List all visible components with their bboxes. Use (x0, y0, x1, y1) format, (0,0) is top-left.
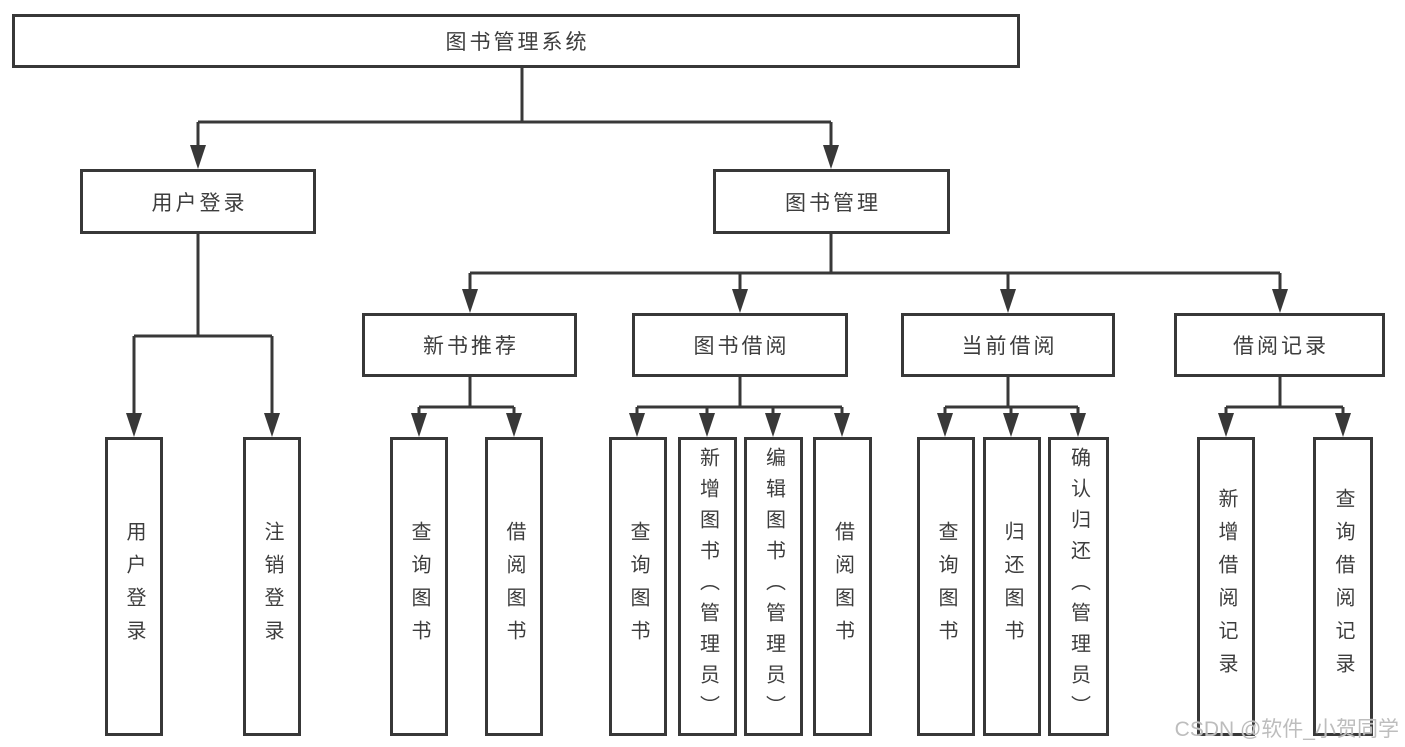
node-label: 图书借阅 (693, 335, 790, 358)
leaf-current-confirm-return-admin: 确认归还（管理员） (1048, 437, 1109, 736)
arrow-icon (699, 413, 715, 437)
node-label: 确认归还（管理员） (1067, 447, 1090, 726)
connector-new-book-rec-to-leaves (411, 377, 522, 437)
leaf-borrowing-add-book-admin: 新增图书（管理员） (678, 437, 737, 736)
arrow-icon (1335, 413, 1351, 437)
arrow-icon (264, 413, 280, 437)
arrow-icon (823, 145, 839, 169)
node-library-management-system: 图书管理系统 (12, 14, 1020, 68)
node-label: 图书管理系统 (445, 31, 590, 54)
leaf-current-query-book: 查询图书 (917, 437, 975, 736)
leaf-records-add-borrow-record: 新增借阅记录 (1197, 437, 1255, 736)
node-label: 用户登录 (151, 191, 248, 215)
arrow-icon (1070, 413, 1086, 437)
arrow-icon (1000, 289, 1016, 313)
leaf-borrowing-borrow-book: 借阅图书 (813, 437, 872, 736)
node-label: 查询图书 (935, 520, 957, 653)
node-label: 借阅图书 (503, 520, 525, 653)
arrow-icon (732, 289, 748, 313)
node-label: 用户登录 (123, 520, 145, 653)
node-label: 查询图书 (627, 520, 649, 653)
connector-borrow-record-to-leaves (1218, 377, 1351, 437)
arrow-icon (1003, 413, 1019, 437)
csdn-watermark: CSDN @软件_小贺同学 (1174, 718, 1399, 741)
arrow-icon (834, 413, 850, 437)
node-user-login: 用户登录 (80, 169, 316, 234)
connector-current-borrow-to-leaves (937, 377, 1086, 437)
leaf-borrowing-query-book: 查询图书 (609, 437, 667, 736)
arrow-icon (126, 413, 142, 437)
arrow-icon (629, 413, 645, 437)
node-label: 借阅记录 (1233, 335, 1329, 358)
connector-user-login-to-leaves (126, 234, 280, 437)
arrow-icon (462, 289, 478, 313)
connector-root-to-branches (190, 68, 839, 169)
arrow-icon (1272, 289, 1288, 313)
node-current-borrowing: 当前借阅 (901, 313, 1115, 377)
arrow-icon (937, 413, 953, 437)
node-label: 新书推荐 (423, 335, 519, 358)
node-label: 新增借阅记录 (1215, 487, 1237, 686)
node-label: 注销登录 (261, 520, 283, 653)
leaf-records-query-borrow-record: 查询借阅记录 (1313, 437, 1373, 736)
leaf-recommend-borrow-book: 借阅图书 (485, 437, 543, 736)
node-label: 当前借阅 (961, 335, 1058, 358)
node-book-management: 图书管理 (713, 169, 950, 234)
leaf-borrowing-edit-book-admin: 编辑图书（管理员） (744, 437, 803, 736)
node-new-book-recommend: 新书推荐 (362, 313, 577, 377)
node-book-borrowing: 图书借阅 (632, 313, 848, 377)
connector-book-borrow-to-leaves (629, 377, 850, 437)
leaf-logout: 注销登录 (243, 437, 301, 736)
node-label: 图书管理 (785, 191, 881, 215)
arrow-icon (411, 413, 427, 437)
arrow-icon (190, 145, 206, 169)
connector-book-mgmt-to-modules (462, 234, 1288, 313)
arrow-icon (1218, 413, 1234, 437)
leaf-recommend-query-book: 查询图书 (390, 437, 448, 736)
node-label: 新增图书（管理员） (696, 447, 719, 726)
arrow-icon (765, 413, 781, 437)
node-label: 查询借阅记录 (1332, 487, 1354, 686)
leaf-user-login: 用户登录 (105, 437, 163, 736)
node-borrowing-records: 借阅记录 (1174, 313, 1385, 377)
leaf-current-return-book: 归还图书 (983, 437, 1041, 736)
node-label: 编辑图书（管理员） (762, 447, 785, 726)
arrow-icon (506, 413, 522, 437)
node-label: 查询图书 (408, 520, 430, 653)
node-label: 借阅图书 (831, 520, 854, 653)
node-label: 归还图书 (1001, 520, 1023, 653)
